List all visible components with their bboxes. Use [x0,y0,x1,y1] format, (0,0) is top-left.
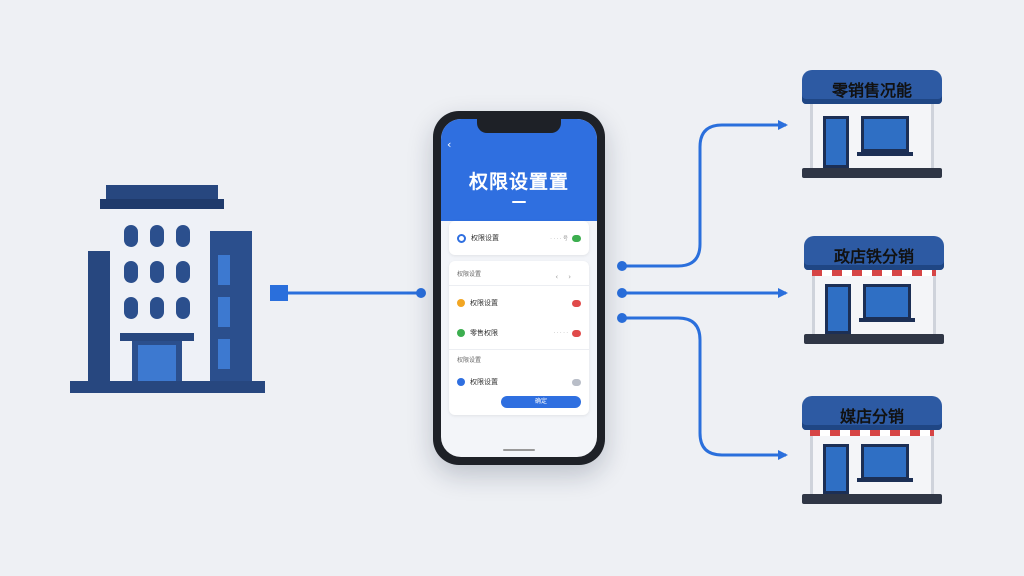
store-top: 零销售况能 [802,70,942,182]
radio-icon [457,233,466,243]
setting-row-1-label: 权限设置 [470,299,498,307]
store-bottom: 媒店分销 [802,396,942,508]
store-sign-bottom: 媒店分销 [839,407,904,426]
phone-screen: ‹ 权限设置置 权限设置 · · · · 号 权限设置 ‹› 权限设置 [441,119,597,457]
headquarters-building-icon [70,185,265,393]
status-dot-icon [457,299,465,307]
window-sill [857,478,913,482]
store-awning: 政店铁分销 [804,236,944,270]
phone-header: ‹ 权限设置置 [441,119,597,221]
section-label-1: 权限设置 [457,271,482,278]
store-base [804,334,944,344]
arrow-to-store-top [622,120,788,268]
setting-row-1[interactable]: 权限设置 [457,295,581,311]
phone-notch [477,119,561,133]
arrow-to-store-bottom [622,316,788,460]
divider [449,349,589,350]
store-base [802,168,942,178]
store-sign-middle: 政店铁分销 [833,247,914,266]
window-sill [857,152,913,156]
toggle-switch[interactable] [572,234,581,242]
store-awning: 零销售况能 [802,70,942,104]
window-sill [859,318,915,322]
top-setting-label: 权限设置 [471,234,499,242]
chevron-left-icon[interactable]: ‹ [447,138,452,151]
setting-row-3-label: 权限设置 [470,378,498,386]
door-icon [823,116,849,168]
nav-arrows-icon[interactable]: ‹› [555,273,581,281]
confirm-button[interactable]: 确定 [501,396,581,408]
store-sign-top: 零销售况能 [831,81,912,100]
door-icon [823,444,849,494]
status-dot-icon [457,378,465,386]
window-icon [863,284,911,320]
title-underline [512,201,526,203]
setting-row-3[interactable]: 权限设置 [457,374,581,390]
door-icon [825,284,851,334]
toggle-switch[interactable] [572,329,581,337]
store-awning: 媒店分销 [802,396,942,430]
window-icon [861,116,909,152]
status-dot-icon [457,329,465,337]
top-setting-row[interactable]: 权限设置 · · · · 号 [457,230,581,246]
smartphone: ‹ 权限设置置 权限设置 · · · · 号 权限设置 ‹› 权限设置 [433,111,605,465]
toggle-switch[interactable] [572,299,581,307]
store-base [802,494,942,504]
storefront [812,270,936,334]
divider [449,285,589,286]
hq-connector-start [270,285,288,301]
section-label-2: 权限设置 [457,357,482,364]
toggle-switch[interactable] [572,378,581,386]
phone-page-title: 权限设置置 [468,171,569,193]
setting-row-2[interactable]: 零售权限 · · · · · [457,325,581,341]
storefront [810,104,934,168]
home-indicator [503,449,535,451]
top-setting-meta: · · · · 号 [550,235,568,242]
setting-row-2-label: 零售权限 [470,329,498,337]
awning-stripe [812,270,936,276]
window-icon [861,444,909,480]
hq-to-phone-end-dot [416,288,426,298]
setting-row-2-meta: · · · · · [553,330,568,336]
awning-stripe [810,430,934,436]
storefront [810,430,934,494]
top-setting-card[interactable]: 权限设置 · · · · 号 [449,221,589,255]
main-settings-card: 权限设置 ‹› 权限设置 零售权限 · · · · · 权限设置 [449,261,589,415]
store-middle: 政店铁分销 [804,236,944,348]
